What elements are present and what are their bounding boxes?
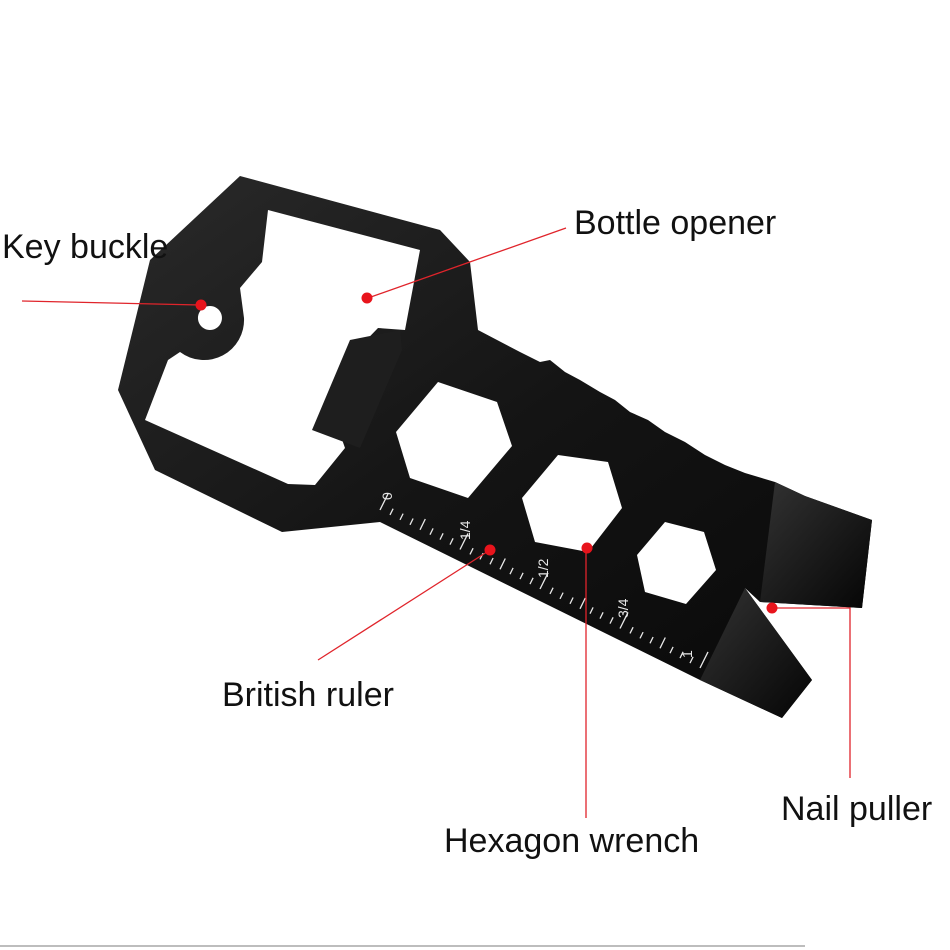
ruler-tick <box>449 538 454 545</box>
ruler-tick <box>459 533 469 550</box>
callout-labels: Key buckle Bottle opener British ruler H… <box>2 204 932 860</box>
callout-dots <box>195 292 778 614</box>
ruler-tick <box>429 528 434 535</box>
ruler-marks: 0 1/4 1/2 3/4 1 <box>379 492 695 658</box>
ruler-tick <box>659 637 666 649</box>
ruler-tick <box>589 607 594 614</box>
ruler-tick <box>529 577 534 585</box>
dot-british-ruler <box>484 544 496 556</box>
nail-puller-bottom-tip <box>700 588 812 718</box>
ruler-mark-0: 0 <box>379 492 395 500</box>
ruler-tick <box>539 572 549 590</box>
leader-british-ruler <box>317 549 491 661</box>
ruler-tick <box>489 557 494 565</box>
label-nail-puller: Nail puller <box>781 790 932 828</box>
dot-bottle-opener <box>361 292 373 304</box>
label-british-ruler: British ruler <box>222 676 394 714</box>
label-key-buckle: Key buckle <box>2 228 168 266</box>
ruler-mark-1: 1 <box>679 650 695 658</box>
ruler-tick <box>599 612 604 619</box>
ruler-mark-3-4: 3/4 <box>615 598 631 618</box>
ruler-tick <box>409 518 414 526</box>
ruler-tick <box>549 587 554 595</box>
ruler-tick <box>699 651 709 669</box>
dot-key-buckle <box>195 299 207 311</box>
ruler-tick <box>579 597 586 610</box>
ruler-tick <box>649 636 654 644</box>
bottle-opener-lip <box>312 330 402 448</box>
ruler-mark-1-4: 1/4 <box>457 520 473 540</box>
label-hexagon-wrench: Hexagon wrench <box>444 822 699 860</box>
ruler-mark-1-2: 1/2 <box>535 558 551 578</box>
ruler-tick <box>509 567 514 575</box>
ruler-tick <box>609 617 614 624</box>
ruler-tick <box>419 518 426 531</box>
dot-hexagon-wrench <box>581 542 593 554</box>
leader-lines <box>21 227 851 818</box>
leader-key-buckle <box>21 300 201 306</box>
leader-nail-puller <box>772 607 851 778</box>
tool-body <box>118 176 872 718</box>
leader-bottle-opener <box>367 227 567 299</box>
nail-puller-top-tip <box>760 482 872 608</box>
ruler-tick <box>559 592 564 600</box>
label-bottle-opener: Bottle opener <box>574 204 776 242</box>
ruler-tick <box>639 631 644 639</box>
ruler-tick <box>619 612 629 629</box>
ruler-tick <box>519 572 524 580</box>
ruler-tick <box>569 597 574 605</box>
dot-nail-puller <box>766 602 778 614</box>
ruler-tick <box>669 646 674 654</box>
ruler-tick <box>379 493 389 511</box>
ruler-tick <box>499 558 506 570</box>
ruler-tick <box>439 533 444 540</box>
ruler-tick <box>679 651 684 659</box>
ruler-tick <box>399 513 404 521</box>
ruler-tick <box>629 626 634 634</box>
ruler-tick <box>689 656 694 664</box>
ruler-ticks <box>379 493 709 669</box>
ruler-tick <box>469 547 474 555</box>
ruler-tick <box>389 508 394 516</box>
